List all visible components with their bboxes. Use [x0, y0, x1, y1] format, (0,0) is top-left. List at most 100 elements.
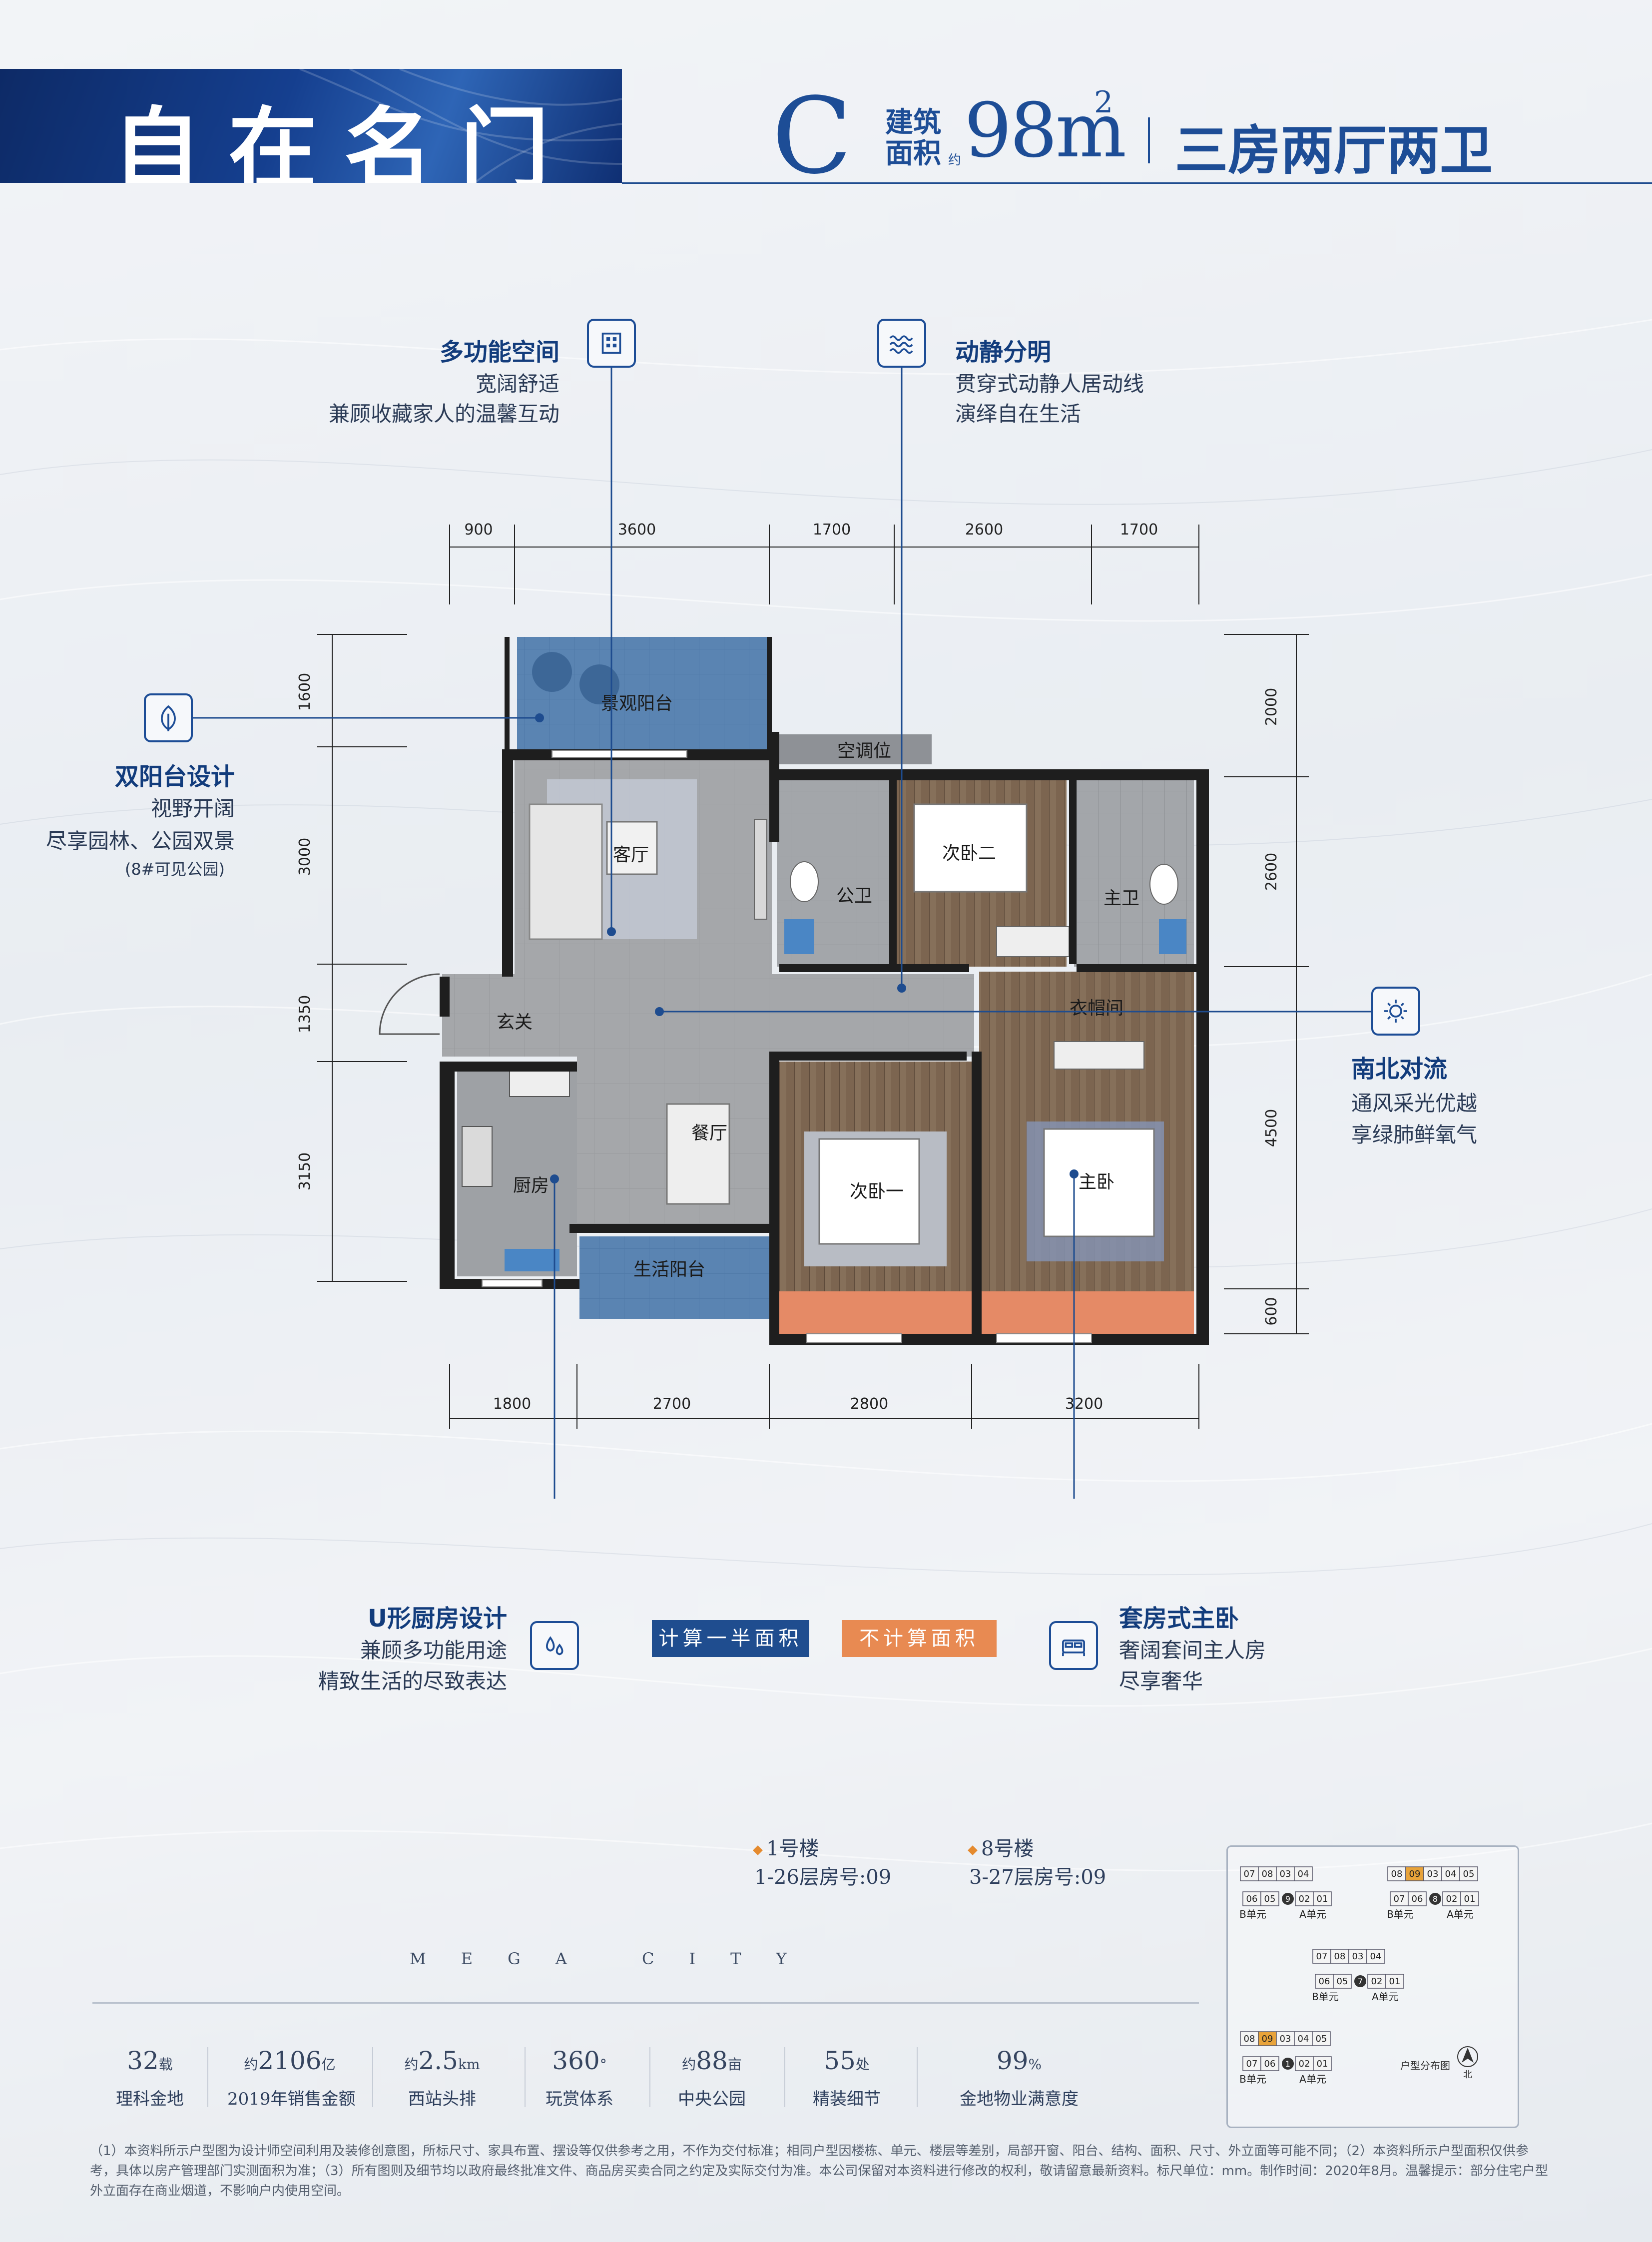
- unit-type-letter: C: [772, 75, 852, 197]
- minimap-cell: [1423, 1866, 1442, 1881]
- stat-value: 2.5: [418, 2046, 458, 2075]
- dim-bottom-2: 2700: [653, 1395, 691, 1413]
- floor-plan: 900 3600 1700 2600 1700 1800 2700 2800 3…: [191, 367, 1371, 1499]
- stat-item: 99% 金地物业满意度: [944, 2046, 1094, 2110]
- toilet-1: [790, 861, 819, 902]
- dim-left-2: 3000: [296, 838, 314, 876]
- waves-icon: [877, 319, 926, 368]
- ac-floor: [772, 734, 932, 764]
- stat-item: 约2106亿 2019年销售金额: [227, 2046, 356, 2109]
- stat-value: 55: [824, 2046, 856, 2075]
- minimap-cell-label: 01: [1389, 1976, 1401, 1987]
- minimap-cell: [1295, 2056, 1314, 2071]
- minimap-cell: [1385, 1974, 1404, 1989]
- building-icon: [587, 319, 636, 368]
- minimap-cell: [1294, 1866, 1313, 1881]
- stat-label: 金地物业满意度: [960, 2089, 1079, 2109]
- minimap-unit-label: A单元: [1299, 2073, 1326, 2085]
- minimap-caption: 户型分布图: [1400, 2060, 1450, 2072]
- minimap-cell-label: 02: [1299, 2059, 1310, 2069]
- minimap-cell-label: 04: [1298, 1869, 1309, 1879]
- minimap-cell-label: 06: [1264, 2059, 1276, 2069]
- minimap-unit-label: B单元: [1239, 2073, 1266, 2085]
- callout-balcony-line1: 视野开阔: [150, 796, 235, 821]
- stat-item: 360° 玩赏体系: [517, 2046, 642, 2110]
- bullet-icon: [968, 1845, 978, 1855]
- minimap-cell: [1366, 1949, 1385, 1964]
- dim-top-1: 900: [464, 521, 493, 539]
- callout-zoning-title: 动静分明: [955, 338, 1052, 366]
- callout-master-line2: 尽享奢华: [1119, 1669, 1203, 1693]
- callout-balcony-title: 双阳台设计: [114, 763, 235, 791]
- minimap-cell-label: 06: [1319, 1976, 1330, 1987]
- room-label-dining: 餐厅: [691, 1123, 727, 1143]
- minimap-cell-label: 06: [1246, 1894, 1258, 1904]
- minimap-cell: [1460, 1891, 1479, 1906]
- stat-item: 约88亩 中央公园: [649, 2046, 774, 2110]
- minimap-cell-label: 05: [1463, 1869, 1475, 1879]
- basin-2: [1159, 919, 1186, 954]
- stat-label: 中央公园: [678, 2089, 746, 2109]
- building-8-floors: 3-27层房号:09: [969, 1866, 1106, 1889]
- minimap-cell-label: 01: [1464, 1894, 1476, 1904]
- callout-multi-space-title: 多功能空间: [439, 338, 559, 366]
- minimap-cell-label: 04: [1445, 1869, 1457, 1879]
- stat-label: 2019年销售金额: [227, 2089, 356, 2109]
- minimap-unit-label: A单元: [1372, 1991, 1399, 2003]
- stat-value: 2106: [258, 2046, 322, 2075]
- room-label-service-balcony: 生活阳台: [633, 1259, 705, 1280]
- dim-right-3: 4500: [1263, 1109, 1280, 1147]
- droplets-icon: [530, 1621, 579, 1670]
- minimap-cell: [1348, 1949, 1367, 1964]
- minimap-cell-label: 08: [1244, 2034, 1255, 2044]
- minimap-cell: [1442, 1891, 1461, 1906]
- minimap-cell-label: 02: [1299, 1894, 1310, 1904]
- room-label-master: 主卧: [1079, 1172, 1114, 1192]
- minimap-cell-label: 04: [1370, 1951, 1382, 1962]
- minimap-cell-label: 04: [1298, 2034, 1309, 2044]
- stat-label: 西站头排: [408, 2089, 476, 2109]
- north-arrow-icon: [1457, 2046, 1478, 2067]
- minimap-unit-label: A单元: [1447, 1908, 1474, 1920]
- minimap-building-marker: [1282, 1893, 1294, 1905]
- minimap-cell: [1405, 1866, 1424, 1881]
- minimap-cell-label: 07: [1246, 2059, 1258, 2069]
- dim-top-4: 2600: [965, 521, 1003, 539]
- minimap-cell: [1367, 1974, 1386, 1989]
- header-rule: [622, 182, 1652, 184]
- sofa: [529, 803, 603, 940]
- legend-excluded-area: 不计算面积: [842, 1620, 997, 1657]
- dim-bottom-1: 1800: [493, 1395, 531, 1413]
- minimap-cell-label: 03: [1280, 2034, 1291, 2044]
- minimap-cell-label: 07: [1244, 1869, 1255, 1879]
- balcony-chair-1: [532, 652, 572, 692]
- tv-cabinet: [754, 819, 767, 920]
- building-8-name: 8号楼: [968, 1832, 1034, 1861]
- dim-top-2: 3600: [618, 521, 656, 539]
- minimap-cell: [1260, 1891, 1279, 1906]
- minimap-building-marker: [1354, 1975, 1366, 1987]
- minimap-cell: [1260, 2056, 1279, 2071]
- minimap-cell-label: 08: [1262, 1869, 1273, 1879]
- minimap-cell-label: 02: [1371, 1976, 1383, 1987]
- bedroom1-bed: [818, 1138, 920, 1245]
- layout-name: 三房两厅两卫: [1175, 119, 1493, 181]
- dim-top-5: 1700: [1120, 521, 1158, 539]
- minimap-building-number: 1: [1285, 2059, 1290, 2069]
- callout-ventilation-line2: 享绿肺鲜氧气: [1351, 1122, 1478, 1147]
- master-bed: [1043, 1128, 1155, 1237]
- dining-table: [666, 1103, 730, 1205]
- north-arrow-needle: [1462, 2048, 1474, 2063]
- stats-rule: [92, 2002, 1199, 2004]
- room-label-bedroom1: 次卧一: [850, 1181, 904, 1202]
- minimap-cell-label: 01: [1317, 1894, 1328, 1904]
- area-approx-note: 约: [948, 153, 962, 168]
- title-banner: 自在名门: [0, 69, 622, 183]
- callout-zoning-line1: 贯穿式动静人居动线: [955, 372, 1144, 396]
- minimap-cell-label: 01: [1317, 2059, 1328, 2069]
- minimap-unit-label: B单元: [1312, 1991, 1339, 2003]
- minimap-cell-label: 02: [1446, 1894, 1458, 1904]
- building-1-name: 1号楼: [753, 1832, 819, 1861]
